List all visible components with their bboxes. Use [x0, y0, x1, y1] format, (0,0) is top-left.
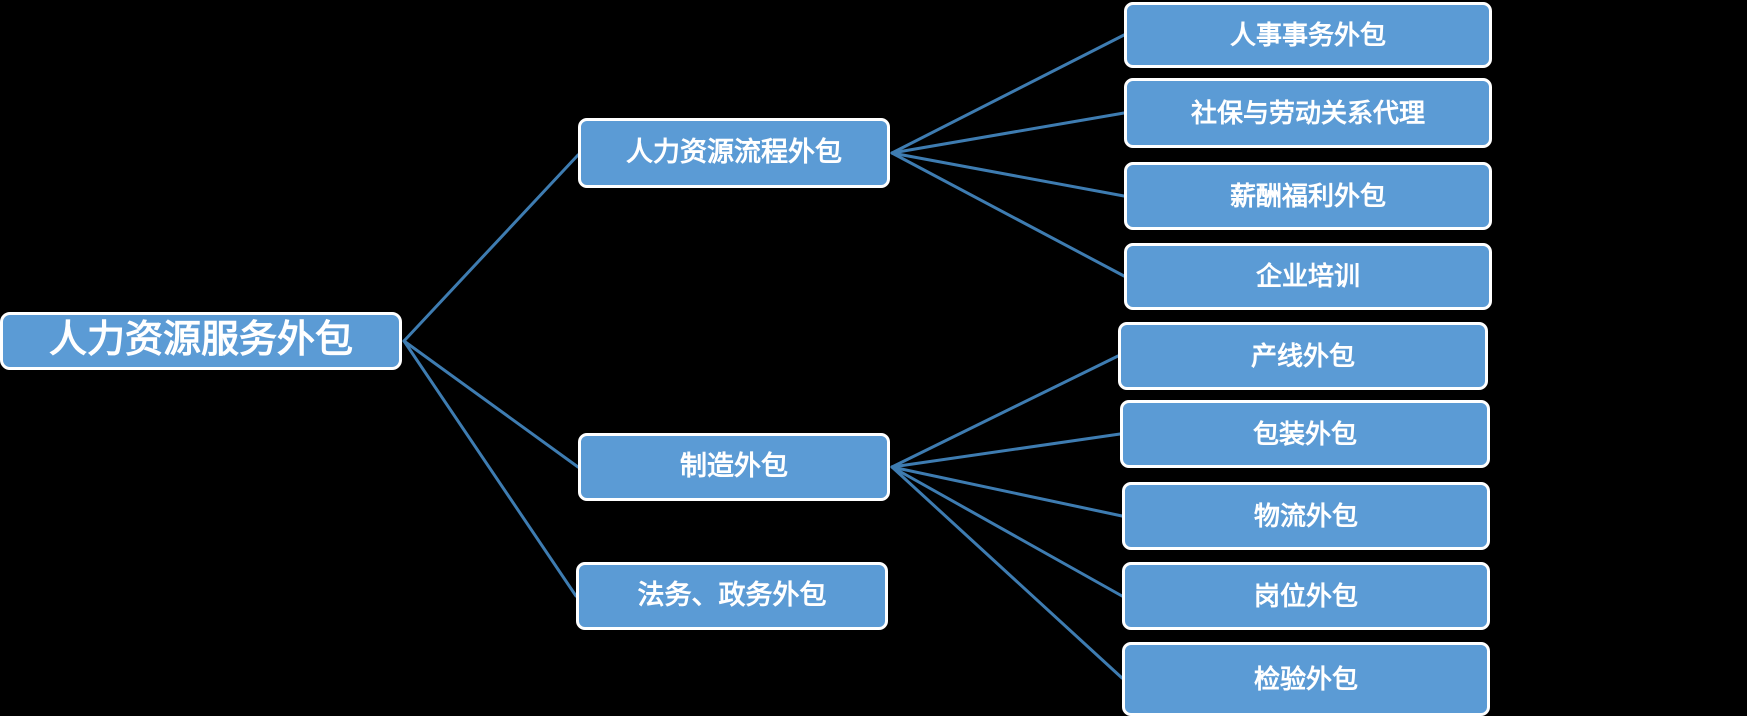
connector-line [402, 339, 580, 469]
leaf-node-label: 薪酬福利外包 [1229, 180, 1386, 211]
connector-line [890, 151, 1126, 278]
connector-line [890, 465, 1124, 680]
leaf-node-label: 企业培训 [1255, 261, 1360, 292]
leaf-node-label: 岗位外包 [1253, 580, 1358, 611]
connector-line [890, 465, 1124, 518]
branch-node-label: 法务、政务外包 [637, 580, 827, 611]
leaf-node-inspection[interactable]: 检验外包 [1122, 642, 1490, 716]
connector-line [890, 354, 1120, 469]
leaf-node-production-line[interactable]: 产线外包 [1118, 322, 1488, 390]
branch-node-label: 制造外包 [680, 451, 788, 482]
leaf-node-compensation-benefits[interactable]: 薪酬福利外包 [1124, 162, 1492, 230]
connector-line [890, 465, 1124, 598]
connector-line [890, 33, 1126, 155]
leaf-node-label: 检验外包 [1253, 663, 1358, 694]
leaf-node-label: 人事事务外包 [1229, 19, 1386, 50]
leaf-node-packaging[interactable]: 包装外包 [1120, 400, 1490, 468]
branch-node-legal-government[interactable]: 法务、政务外包 [576, 562, 888, 630]
leaf-node-personnel-affairs[interactable]: 人事事务外包 [1124, 2, 1492, 68]
leaf-node-enterprise-training[interactable]: 企业培训 [1124, 243, 1492, 310]
branch-node-hr-process[interactable]: 人力资源流程外包 [578, 118, 890, 188]
root-node[interactable]: 人力资源服务外包 [0, 312, 402, 370]
leaf-node-label: 包装外包 [1252, 418, 1357, 449]
connector-line [402, 153, 580, 343]
leaf-node-label: 社保与劳动关系代理 [1190, 97, 1425, 128]
leaf-node-social-insurance-labor[interactable]: 社保与劳动关系代理 [1124, 78, 1492, 148]
leaf-node-label: 物流外包 [1253, 500, 1358, 531]
branch-node-manufacturing[interactable]: 制造外包 [578, 433, 890, 501]
leaf-node-label: 产线外包 [1250, 340, 1355, 371]
connector-line [890, 151, 1126, 198]
connector-line [890, 432, 1122, 469]
root-node-label: 人力资源服务外包 [48, 319, 353, 362]
connector-line [402, 339, 578, 598]
connector-line [890, 111, 1126, 155]
branch-node-label: 人力资源流程外包 [626, 137, 842, 168]
leaf-node-position[interactable]: 岗位外包 [1122, 562, 1490, 630]
leaf-node-logistics[interactable]: 物流外包 [1122, 482, 1490, 550]
